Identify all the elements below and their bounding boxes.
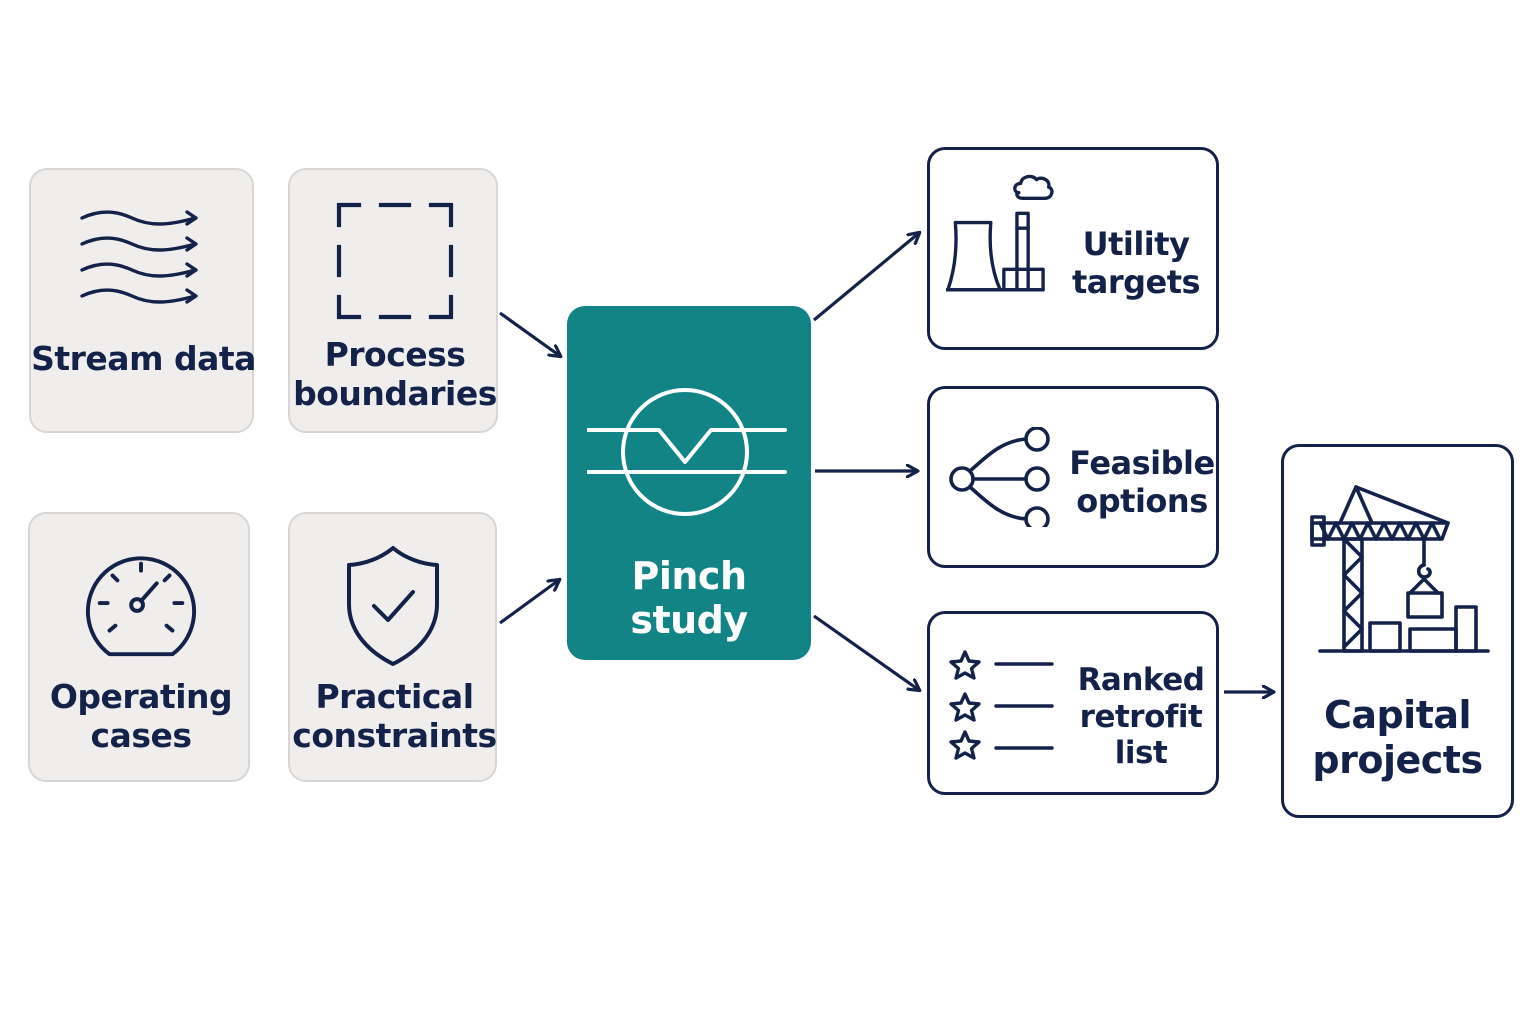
heat-exchanger-icon <box>587 388 787 516</box>
branching-nodes-icon <box>949 427 1050 527</box>
arrow-pinch-to-ranked <box>813 614 919 690</box>
utility-targets-box: Utility targets <box>927 147 1219 350</box>
feasible-options-line-2: options <box>1076 481 1208 520</box>
practical-constraints-line-1: Practical <box>315 677 474 716</box>
ranked-retrofit-list-line-2: retrofit list <box>1079 698 1203 772</box>
capital-projects-line-2: projects <box>1312 737 1483 782</box>
gauge-icon <box>85 556 197 657</box>
process-boundaries-box: Process boundaries <box>288 168 498 433</box>
dashed-boundary-icon <box>336 202 454 320</box>
flow-lines-icon <box>80 210 198 304</box>
practical-constraints-box: Practical constraints <box>288 512 497 782</box>
feasible-options-box: Feasible options <box>927 386 1219 568</box>
capital-projects-line-1: Capital <box>1323 693 1472 737</box>
power-plant-icon <box>946 174 1054 292</box>
process-boundaries-line-1: Process <box>324 335 466 374</box>
pinch-study-label: Pinch study <box>630 554 748 642</box>
ranked-retrofit-list-box: Ranked retrofit list <box>927 611 1219 795</box>
operating-cases-label: Operating cases <box>30 677 252 756</box>
feasible-options-line-1: Feasible <box>1069 444 1215 482</box>
feasible-options-label: Feasible options <box>1068 444 1216 521</box>
pinch-study-box: Pinch study <box>567 306 811 660</box>
stream-data-box: Stream data <box>29 168 256 433</box>
capital-projects-label: Capital projects <box>1284 693 1511 783</box>
process-boundaries-label: Process boundaries <box>290 335 500 414</box>
shield-check-icon <box>347 546 439 666</box>
star-list-icon <box>949 650 1054 760</box>
utility-targets-line-2: targets <box>1071 262 1201 301</box>
arrow-constraints-to-pinch <box>499 580 559 625</box>
ranked-retrofit-list-label: Ranked retrofit list <box>1066 662 1216 772</box>
operating-cases-box: Operating cases <box>28 512 250 782</box>
practical-constraints-line-2: constraints <box>292 715 497 755</box>
operating-cases-line-1: Operating <box>49 677 233 716</box>
arrow-pinch-to-utility <box>812 233 919 322</box>
stream-data-label: Stream data <box>31 339 256 378</box>
ranked-retrofit-list-line-1: Ranked <box>1077 662 1205 698</box>
arrow-boundaries-to-pinch <box>499 311 560 356</box>
operating-cases-line-2: cases <box>90 715 193 755</box>
construction-crane-icon <box>1310 485 1490 653</box>
practical-constraints-label: Practical constraints <box>290 677 499 756</box>
utility-targets-line-1: Utility <box>1082 225 1190 263</box>
process-boundaries-line-2: boundaries <box>293 373 497 413</box>
utility-targets-label: Utility targets <box>1060 225 1212 302</box>
capital-projects-box: Capital projects <box>1281 444 1514 818</box>
